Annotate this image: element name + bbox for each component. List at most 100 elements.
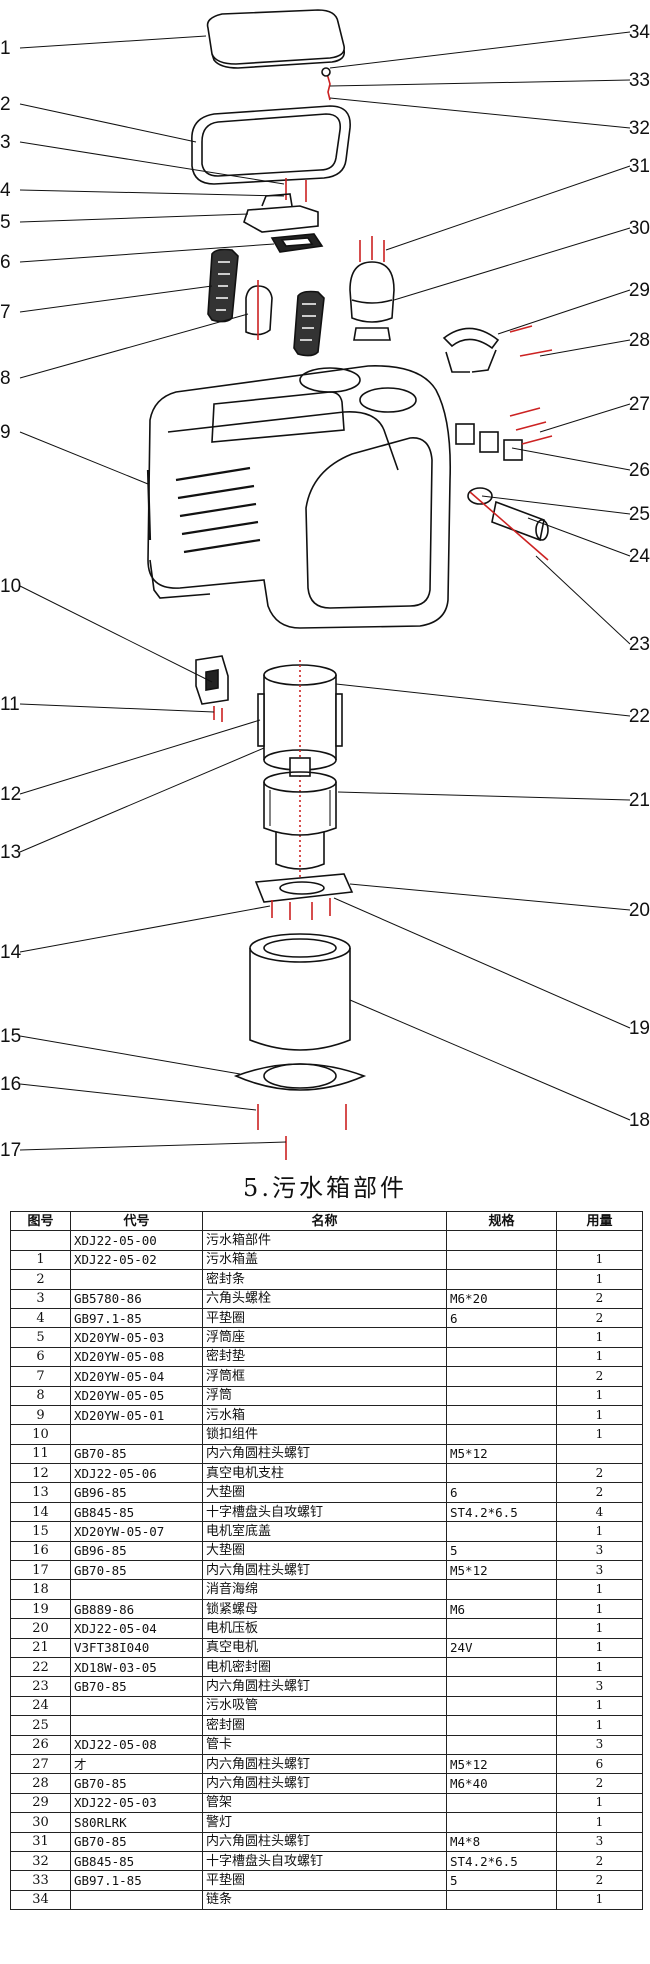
cell-qty: 2 <box>556 1463 643 1484</box>
cell-qty: 3 <box>556 1831 643 1852</box>
cell-spec <box>446 1269 557 1290</box>
part-float-frame-left <box>207 248 239 323</box>
cell-spec <box>446 1792 557 1814</box>
cell-name: 电机压板 <box>202 1618 447 1639</box>
cell-spec <box>446 1346 557 1368</box>
cell-qty: 2 <box>556 1288 643 1309</box>
callout-number: 23 <box>629 634 650 655</box>
header-name: 名称 <box>202 1210 447 1232</box>
leader-lines <box>19 31 631 1151</box>
cell-spec: M5*12 <box>446 1443 557 1465</box>
cell-name: 平垫圈 <box>202 1307 447 1329</box>
cell-spec <box>446 1889 557 1911</box>
callout-number: 2 <box>0 94 11 115</box>
callout-number: 27 <box>629 394 650 415</box>
cell-qty: 1 <box>556 1695 643 1717</box>
cell-spec <box>446 1734 557 1755</box>
cell-code: XDJ22-05-00 <box>70 1230 203 1251</box>
cell-code <box>70 1889 203 1911</box>
cell-no: 4 <box>10 1307 71 1329</box>
cell-no: 15 <box>10 1521 71 1542</box>
cell-no: 10 <box>10 1424 71 1445</box>
part-silencer-sponge <box>249 933 351 1051</box>
cell-name: 污水箱 <box>202 1404 447 1426</box>
cell-code: XD20YW-05-08 <box>70 1346 203 1368</box>
cell-code: XDJ22-05-06 <box>70 1463 203 1484</box>
cell-code: GB97.1-85 <box>70 1307 203 1329</box>
cell-code: GB70-85 <box>70 1560 203 1581</box>
cell-spec: ST4.2*6.5 <box>446 1850 557 1872</box>
callout-number: 20 <box>629 900 650 921</box>
cell-spec: 24V <box>446 1637 557 1658</box>
part-vacuum-motor <box>263 757 337 870</box>
cell-qty: 2 <box>556 1307 643 1329</box>
cell-no: 23 <box>10 1676 71 1697</box>
cell-spec <box>446 1618 557 1639</box>
cell-no: 26 <box>10 1734 71 1755</box>
part-waste-tank <box>146 365 452 629</box>
cell-code <box>70 1695 203 1717</box>
cell-name: 十字槽盘头自攻螺钉 <box>202 1501 447 1523</box>
cell-spec <box>446 1385 557 1406</box>
cell-spec <box>446 1579 557 1600</box>
cell-no: 7 <box>10 1366 71 1387</box>
cell-no: 20 <box>10 1618 71 1639</box>
cell-name: 内六角圆柱头螺钉 <box>202 1753 447 1775</box>
cell-qty: 1 <box>556 1792 643 1814</box>
cell-spec: M6*40 <box>446 1773 557 1794</box>
cell-name: 内六角圆柱头螺钉 <box>202 1443 447 1465</box>
cell-qty: 3 <box>556 1676 643 1697</box>
cell-no: 31 <box>10 1831 71 1852</box>
cell-code: XD20YW-05-07 <box>70 1521 203 1542</box>
cell-spec: M6 <box>446 1598 557 1620</box>
cell-spec <box>446 1695 557 1717</box>
cell-no: 6 <box>10 1346 71 1368</box>
cell-name: 污水箱部件 <box>202 1230 447 1251</box>
cell-spec <box>446 1424 557 1445</box>
cell-qty: 1 <box>556 1656 643 1678</box>
cell-code: XD20YW-05-04 <box>70 1366 203 1387</box>
cell-no: 28 <box>10 1773 71 1794</box>
cell-spec <box>446 1656 557 1678</box>
part-bottom-cover <box>233 1063 367 1160</box>
cell-code: GB889-86 <box>70 1598 203 1620</box>
cell-name: 浮筒框 <box>202 1366 447 1387</box>
cell-no: 12 <box>10 1463 71 1484</box>
cell-code: GB96-85 <box>70 1482 203 1503</box>
part-float-seat <box>243 193 319 233</box>
callout-number: 12 <box>0 784 21 805</box>
part-bolts-3-4 <box>285 178 307 202</box>
cell-name: 浮筒座 <box>202 1327 447 1348</box>
cell-spec <box>446 1812 557 1833</box>
part-motor-plate <box>254 873 354 920</box>
cell-spec <box>446 1327 557 1348</box>
part-chain <box>321 67 331 101</box>
part-float <box>245 280 273 340</box>
cell-spec <box>446 1249 557 1271</box>
cell-qty: 1 <box>556 1269 643 1290</box>
cell-name: 内六角圆柱头螺钉 <box>202 1676 447 1697</box>
cell-name: 管架 <box>202 1792 447 1814</box>
